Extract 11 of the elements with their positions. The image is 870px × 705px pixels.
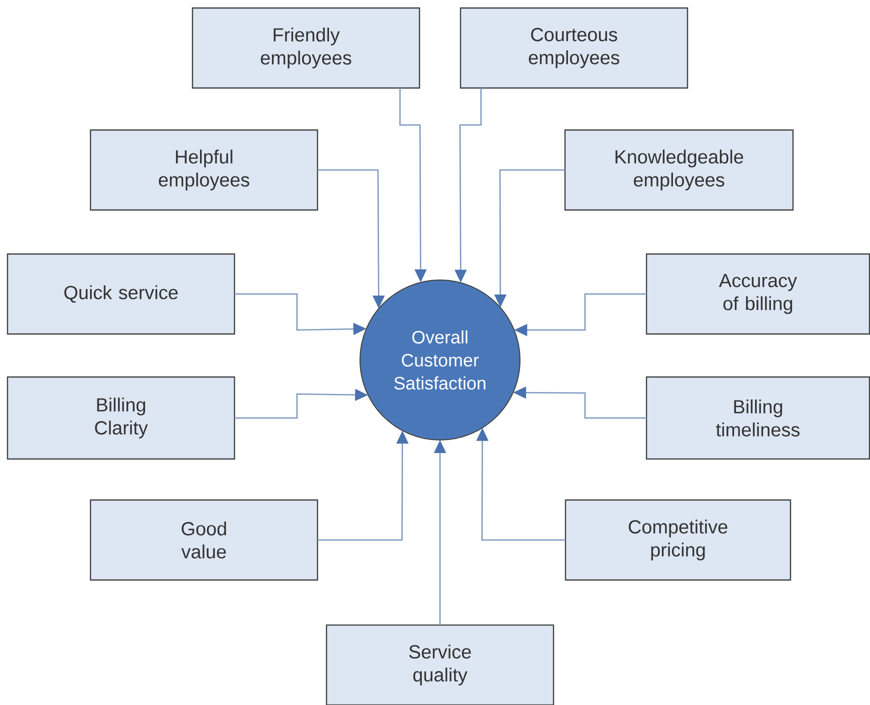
text-box: Competitive pricing (564, 499, 792, 581)
text-box: Quick service (6, 253, 236, 335)
text-box: Billing timeliness (646, 376, 870, 460)
text-box: Friendly employees (192, 7, 420, 89)
text-box: Helpful employees (90, 129, 318, 211)
text-box: Knowledgeable employees (564, 129, 794, 211)
text-box: Courteous employees (460, 7, 688, 89)
text-box: Billing Clarity (6, 376, 236, 460)
text-box: Service quality (326, 624, 554, 705)
text-box: Accuracy of billing (646, 253, 870, 335)
text-box: Good value (90, 499, 318, 581)
